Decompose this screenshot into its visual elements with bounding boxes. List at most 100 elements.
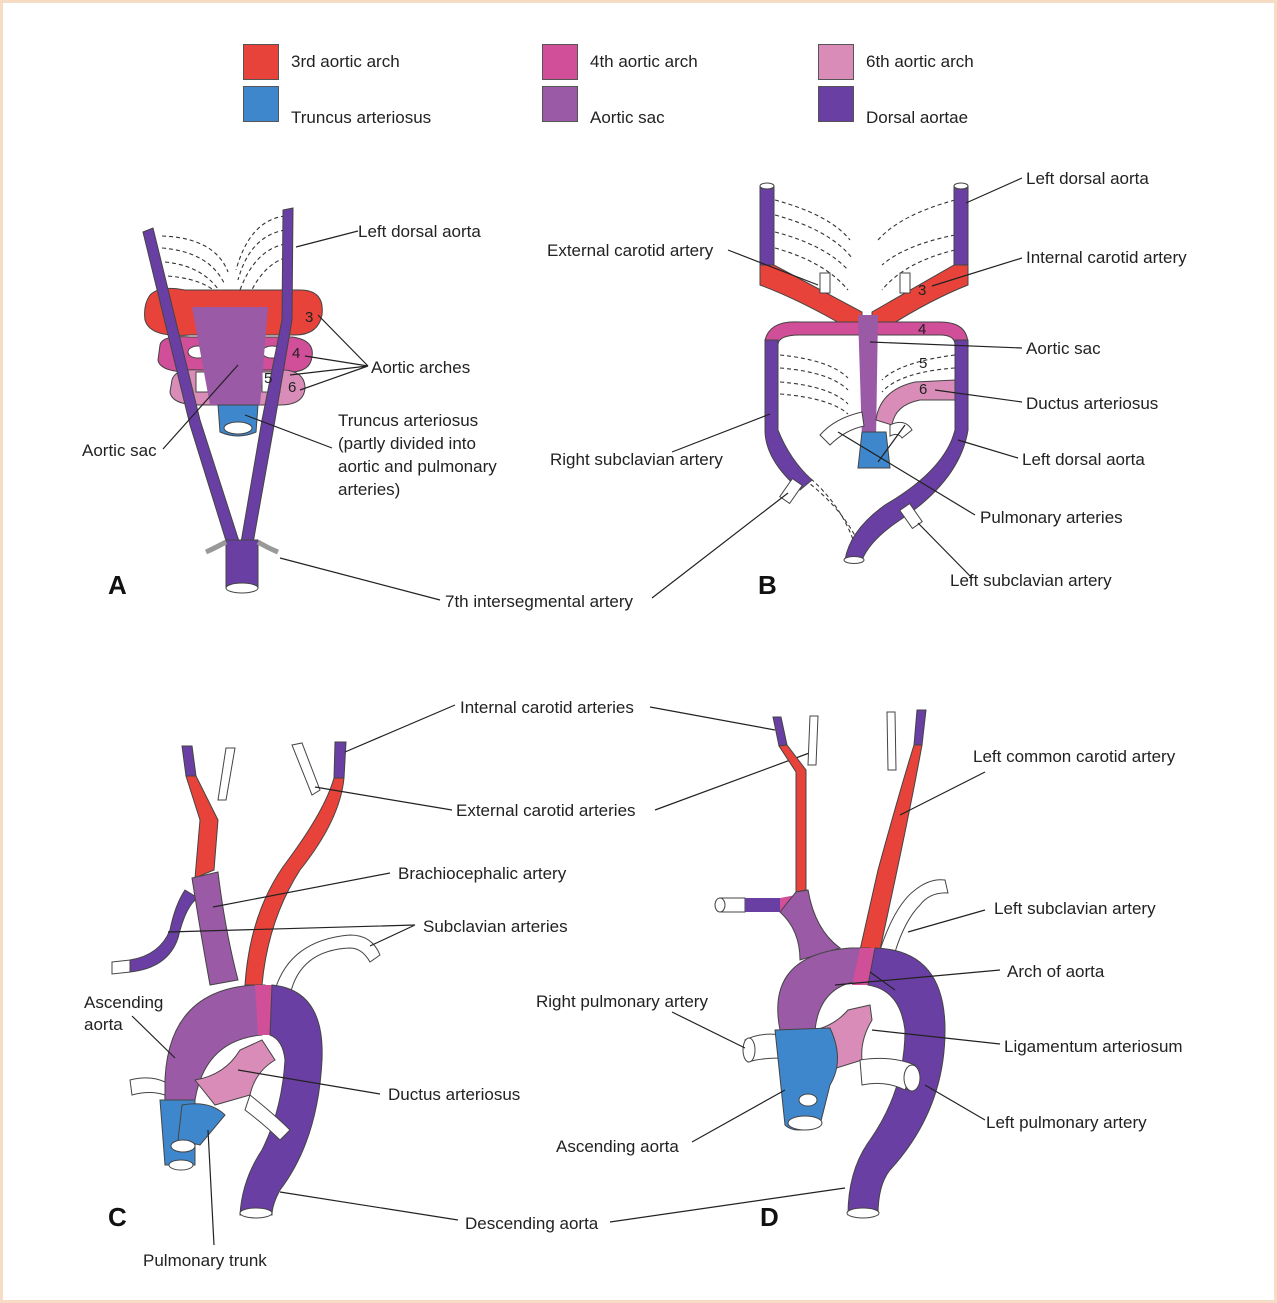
right-internal-carotid [181,745,197,777]
right-common-carotid-d [778,744,807,893]
aorta-lumen [846,1207,880,1219]
aorta-lumen [168,1159,194,1171]
label-aortic-arches: Aortic arches [371,358,470,377]
vessel-lumen [742,1037,756,1063]
intersegmental-stub [256,539,279,555]
legend-swatch-6th-arch [818,44,854,80]
vessel-lumen [714,897,726,913]
left-common-carotid-d [859,744,923,951]
panel-letter-d: D [760,1202,779,1232]
vessel-lumen [843,556,865,564]
label-internal-carotid-arteries: Internal carotid arteries [460,698,634,717]
left-subclavian-c [274,934,381,996]
dashed-regressed-vessels [774,199,956,551]
label-left-dorsal-aorta-bottom: Left dorsal aorta [1022,450,1145,469]
panel-letter-a: A [108,570,127,600]
label-truncus-line1: Truncus arteriosus [338,411,478,430]
arch-number-3: 3 [305,309,313,326]
pulmonary-lumen [170,1139,196,1153]
label-truncus-line3: aortic and pulmonary [338,457,497,476]
arch-number-3: 3 [918,282,926,299]
right-pulmonary-c [129,1077,166,1096]
truncus-b [857,431,891,469]
label-ascending-aorta-d: Ascending aorta [556,1137,679,1156]
pulmonary-lumen [798,1093,818,1107]
legend-label: 4th aortic arch [590,52,698,71]
label-left-subclavian-d: Left subclavian artery [994,899,1156,918]
legend-label: Dorsal aortae [866,108,969,127]
panel-b: 3 4 5 6 Left dorsal aorta External carot… [547,169,1187,600]
ascending-aorta-d [774,1027,838,1131]
intersegmental-stub [779,477,803,505]
right-external-carotid [217,747,236,801]
left-external-carotid [291,742,321,796]
legend-swatch-dorsal-aortae [818,86,854,122]
arch-number-5: 5 [264,370,272,387]
pulmonary-trunk-c [177,1103,226,1146]
panel-letter-c: C [108,1202,127,1232]
label-arch-of-aorta: Arch of aorta [1007,962,1105,981]
arch-number-4: 4 [918,321,926,338]
brachiocephalic-c [191,871,239,986]
aortic-arch-dorsal-part [239,984,323,1216]
vessel-lumen [903,1064,921,1092]
left-external-carotid-d [886,711,897,771]
label-external-carotid-arteries: External carotid arteries [456,801,636,820]
label-aortic-sac-b: Aortic sac [1026,339,1101,358]
aortic-sac [192,307,268,405]
legend-label: 6th aortic arch [866,52,974,71]
label-external-carotid: External carotid artery [547,241,714,260]
right-dorsal-aorta-b [764,339,813,491]
right-internal-carotid-d [772,716,788,747]
right-external-carotid-d [807,715,819,766]
legend-label: 3rd aortic arch [291,52,400,71]
label-ductus-arteriosus-c: Ductus arteriosus [388,1085,520,1104]
legend-label: Aortic sac [590,108,665,127]
left-common-carotid-c [244,777,345,986]
label-left-pulmonary: Left pulmonary artery [986,1113,1147,1132]
left-internal-carotid-d [913,709,927,746]
left-pulmonary-d [859,1057,916,1091]
sixth-arch-b [875,379,956,426]
legend-swatch-3rd-arch [243,44,279,80]
label-right-subclavian: Right subclavian artery [550,450,723,469]
label-internal-carotid: Internal carotid artery [1026,248,1187,267]
third-arch-right [759,264,863,329]
legend-swatch-aortic-sac [542,86,578,122]
intersegmental-stub [204,539,228,555]
vessel-lumen [759,182,775,190]
panel-letter-b: B [758,570,777,600]
right-dorsal-aorta-top [759,185,775,271]
label-aortic-sac: Aortic sac [82,441,157,460]
label-left-common-carotid: Left common carotid artery [973,747,1176,766]
brachiocephalic-d [779,889,842,961]
aorta-lumen [239,1207,273,1219]
panel-c: Brachiocephalic artery Subclavian arteri… [84,741,568,1270]
label-ductus-arteriosus-b: Ductus arteriosus [1026,394,1158,413]
arch-number-6: 6 [288,379,296,396]
shared-cd-labels: Internal carotid arteries External carot… [314,698,846,1233]
left-subclavian-stub [899,502,923,530]
right-subclavian-distal [111,959,131,975]
legend-label: Truncus arteriosus [291,108,432,127]
label-7th-intersegmental: 7th intersegmental artery [445,592,634,611]
label-brachiocephalic: Brachiocephalic artery [398,864,567,883]
label-descending-aorta: Descending aorta [465,1214,599,1233]
legend-swatch-truncus [243,86,279,122]
left-dorsal-aorta-top [953,185,969,271]
left-subclavian-d [879,879,949,953]
left-internal-carotid [333,741,347,779]
label-right-pulmonary: Right pulmonary artery [536,992,708,1011]
pulmonary-artery-right [819,411,865,446]
arch-number-5: 5 [919,355,927,372]
label-ascending-aorta-c-line2: aorta [84,1015,123,1034]
label-ligamentum: Ligamentum arteriosum [1004,1037,1183,1056]
label-left-subclavian-b: Left subclavian artery [950,571,1112,590]
right-common-carotid [185,775,219,879]
legend-swatch-4th-arch [542,44,578,80]
panel-d: Left common carotid artery Left subclavi… [536,709,1183,1232]
left-pulmonary-c [244,1094,291,1141]
right-subclavian-d-dorsal [745,898,780,912]
vessel-lumen [953,182,969,190]
